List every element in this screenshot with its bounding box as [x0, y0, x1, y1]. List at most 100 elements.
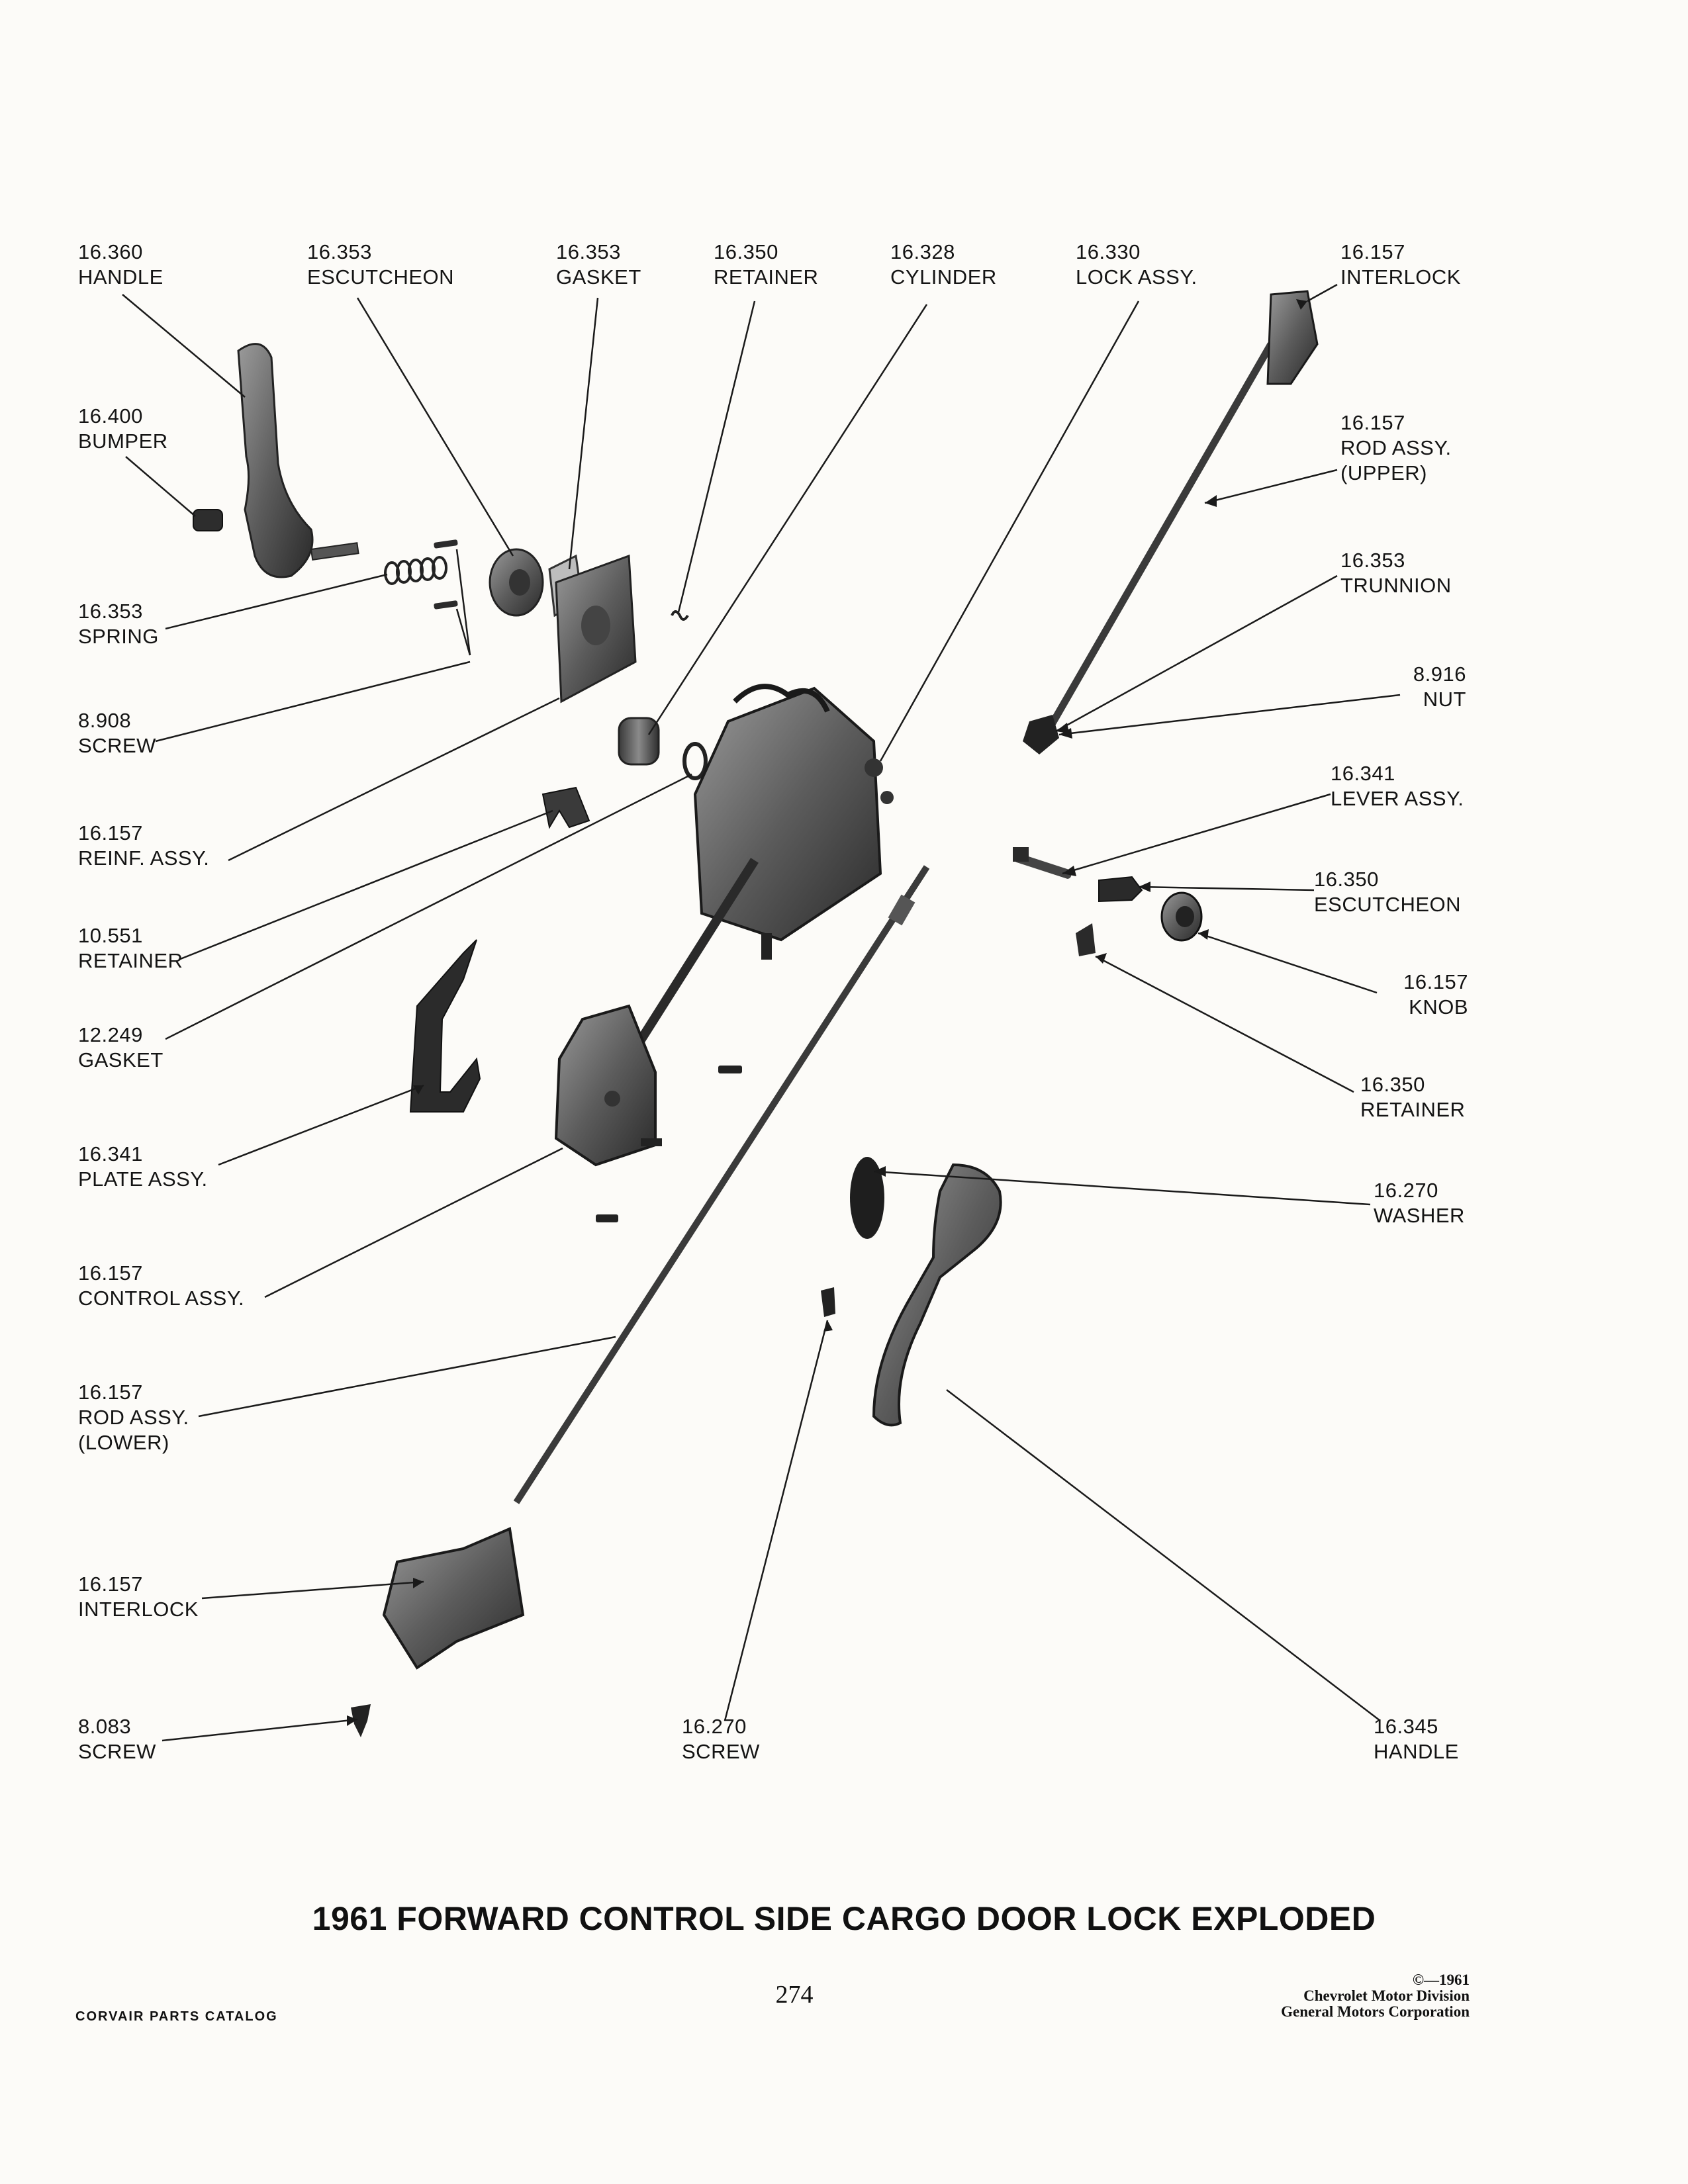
part-name: ROD ASSY.	[1340, 436, 1452, 459]
screw-16270-part	[821, 1287, 835, 1317]
part-number: 8.908	[78, 709, 132, 732]
part-name: CONTROL ASSY.	[78, 1287, 245, 1310]
part-name: KNOB	[1409, 995, 1468, 1019]
upper-interlock-part	[1266, 290, 1319, 385]
part-number: 16.157	[78, 821, 143, 844]
part-name: ESCUTCHEON	[1314, 893, 1462, 916]
label-retainer-top: 16.350 RETAINER	[714, 240, 818, 290]
part-number: 16.353	[307, 240, 372, 263]
part-name: CYLINDER	[890, 265, 997, 289]
part-number: 16.157	[78, 1381, 143, 1404]
part-number: 12.249	[78, 1023, 143, 1046]
label-spring: 16.353 SPRING	[78, 599, 159, 649]
part-name: WASHER	[1374, 1204, 1465, 1227]
part-number: 16.350	[1314, 868, 1379, 891]
lock-connecting-rod	[625, 858, 759, 1062]
part-name: INTERLOCK	[1340, 265, 1461, 289]
copyright-division: Chevrolet Motor Division	[1303, 1987, 1470, 2004]
label-handle-bottom: 16.345 HANDLE	[1374, 1714, 1459, 1764]
loose-screw-1	[718, 1066, 742, 1073]
label-rod-upper: 16.157 ROD ASSY. (UPPER)	[1340, 410, 1452, 486]
part-name: GASKET	[78, 1048, 164, 1071]
part-name: ROD ASSY.	[78, 1406, 189, 1429]
part-number: 16.350	[1360, 1073, 1425, 1096]
label-knob: 16.157 KNOB	[1403, 970, 1468, 1020]
part-number: 16.400	[78, 404, 143, 428]
part-name: BUMPER	[78, 430, 168, 453]
part-name: REINF. ASSY.	[78, 846, 210, 870]
part-number: 16.353	[78, 600, 143, 623]
part-number: 16.157	[1340, 240, 1405, 263]
spring-part	[384, 556, 447, 585]
label-cylinder: 16.328 CYLINDER	[890, 240, 997, 290]
part-name: RETAINER	[78, 949, 183, 972]
part-name: INTERLOCK	[78, 1598, 199, 1621]
part-number: 8.916	[1413, 662, 1466, 686]
upper-rod-part	[1043, 342, 1274, 737]
escutcheon-right-part	[1098, 876, 1143, 903]
part-name: HANDLE	[78, 265, 164, 289]
washer-part	[850, 1157, 884, 1239]
copyright-block: ©—1961 Chevrolet Motor Division General …	[1281, 1972, 1470, 2020]
part-number: 16.341	[78, 1142, 143, 1165]
page-title: 1961 FORWARD CONTROL SIDE CARGO DOOR LOC…	[312, 1900, 1376, 1937]
part-number: 10.551	[78, 924, 143, 947]
label-interlock-upper: 16.157 INTERLOCK	[1340, 240, 1461, 290]
lower-interlock-part	[382, 1527, 525, 1670]
label-lever-assy: 16.341 LEVER ASSY.	[1331, 761, 1464, 811]
part-number: 16.157	[1340, 411, 1405, 434]
label-screw-16270: 16.270 SCREW	[682, 1714, 760, 1764]
parts	[193, 290, 1319, 1737]
part-name: NUT	[1423, 688, 1466, 711]
label-plate-assy: 16.341 PLATE ASSY.	[78, 1142, 208, 1192]
part-name: LOCK ASSY.	[1076, 265, 1197, 289]
leader-lines	[122, 283, 1401, 1742]
part-name: SCREW	[78, 734, 156, 757]
knob-part	[1160, 891, 1203, 942]
part-number: 16.350	[714, 240, 778, 263]
part-number: 16.345	[1374, 1715, 1438, 1738]
part-name: PLATE ASSY.	[78, 1167, 208, 1191]
part-number: 16.270	[682, 1715, 747, 1738]
part-name: HANDLE	[1374, 1740, 1459, 1763]
part-number: 16.330	[1076, 240, 1141, 263]
part-number: 16.353	[1340, 549, 1405, 572]
label-interlock-lower: 16.157 INTERLOCK	[78, 1572, 199, 1622]
label-gasket-12249: 12.249 GASKET	[78, 1023, 164, 1073]
label-escutcheon-top: 16.353 ESCUTCHEON	[307, 240, 454, 290]
bumper-part	[193, 509, 223, 531]
part-number: 16.341	[1331, 762, 1395, 785]
part-name: SCREW	[682, 1740, 760, 1763]
retainer-clip-part	[541, 786, 590, 829]
part-note: (LOWER)	[78, 1431, 169, 1454]
catalog-name: CORVAIR PARTS CATALOG	[75, 2009, 278, 2024]
part-number: 16.360	[78, 240, 143, 263]
label-gasket-top: 16.353 GASKET	[556, 240, 641, 290]
label-rod-lower: 16.157 ROD ASSY. (LOWER)	[78, 1380, 189, 1455]
part-number: 16.157	[78, 1572, 143, 1596]
label-lock-assy: 16.330 LOCK ASSY.	[1076, 240, 1197, 290]
gasket-frame-part	[409, 939, 481, 1113]
escutcheon-upper-part	[489, 548, 544, 617]
label-trunnion: 16.353 TRUNNION	[1340, 548, 1452, 598]
label-reinf-assy: 16.157 REINF. ASSY.	[78, 821, 209, 871]
label-bumper: 16.400 BUMPER	[78, 404, 168, 454]
copyright-corporation: General Motors Corporation	[1281, 2003, 1470, 2020]
screw-8083-part	[351, 1704, 371, 1737]
label-control-assy: 16.157 CONTROL ASSY.	[78, 1261, 244, 1311]
part-number: 16.157	[1403, 970, 1468, 993]
trunnion-part	[1023, 715, 1059, 754]
part-name: RETAINER	[1360, 1098, 1466, 1121]
copyright-year: ©—1961	[1412, 1972, 1470, 1988]
part-number: 16.353	[556, 240, 621, 263]
cylinder-part	[618, 717, 708, 780]
lower-handle-part	[872, 1163, 1002, 1427]
part-note: (UPPER)	[1340, 461, 1427, 484]
part-name: TRUNNION	[1340, 574, 1452, 597]
lower-rod-part	[513, 865, 930, 1504]
part-name: ESCUTCHEON	[307, 265, 455, 289]
part-name: GASKET	[556, 265, 641, 289]
label-screw-8083: 8.083 SCREW	[78, 1714, 156, 1764]
page-number: 274	[775, 1981, 814, 2009]
